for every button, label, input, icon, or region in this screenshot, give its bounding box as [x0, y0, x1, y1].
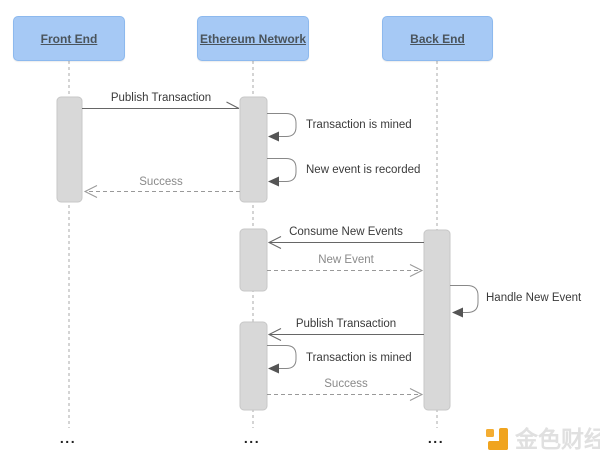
- arrow-handle-new-event: [450, 285, 479, 318]
- watermark-brand-text: 金色财经: [515, 426, 600, 452]
- participant-back-end: Back End: [382, 16, 493, 61]
- arrow-consume-new-events: [267, 236, 424, 249]
- participant-ethereum-network: Ethereum Network: [197, 16, 309, 61]
- arrow-publish-transaction-2: [267, 328, 424, 341]
- arrow-new-event-is-recorded: [267, 158, 297, 187]
- message-label-transaction-is-mined-1: Transaction is mined: [306, 119, 412, 131]
- message-label-consume-new-events: Consume New Events: [289, 226, 403, 238]
- arrow-transaction-is-mined-2: [267, 345, 297, 374]
- activation-bar-ethereum-3: [239, 321, 268, 411]
- continuation-marker-ethereum-network: ...: [243, 430, 261, 446]
- message-label-new-event: New Event: [318, 254, 374, 266]
- message-label-publish-transaction-2: Publish Transaction: [295, 318, 397, 330]
- message-label-new-event-is-recorded: New event is recorded: [306, 164, 421, 176]
- arrow-new-event: [267, 264, 424, 277]
- activation-bar-back-end: [423, 229, 451, 411]
- arrow-success-1: [83, 185, 240, 198]
- continuation-marker-back-end: ...: [427, 430, 445, 446]
- message-label-handle-new-event: Handle New Event: [486, 292, 582, 304]
- activation-bar-ethereum-2: [239, 228, 268, 292]
- jinse-finance-logo-icon: [486, 427, 508, 450]
- watermark: 金色财经: [486, 427, 600, 452]
- participant-front-end: Front End: [13, 16, 125, 61]
- arrow-success-2: [267, 388, 424, 401]
- arrow-transaction-is-mined-1: [267, 113, 297, 142]
- message-label-publish-transaction-1: Publish Transaction: [110, 92, 212, 104]
- message-label-transaction-is-mined-2: Transaction is mined: [306, 352, 412, 364]
- arrow-publish-transaction-1: [82, 101, 240, 109]
- message-label-success-2: Success: [324, 378, 368, 390]
- continuation-marker-front-end: ...: [59, 430, 77, 446]
- message-label-success-1: Success: [139, 176, 183, 188]
- activation-bar-front-end: [56, 96, 83, 203]
- activation-bar-ethereum-1: [239, 96, 268, 203]
